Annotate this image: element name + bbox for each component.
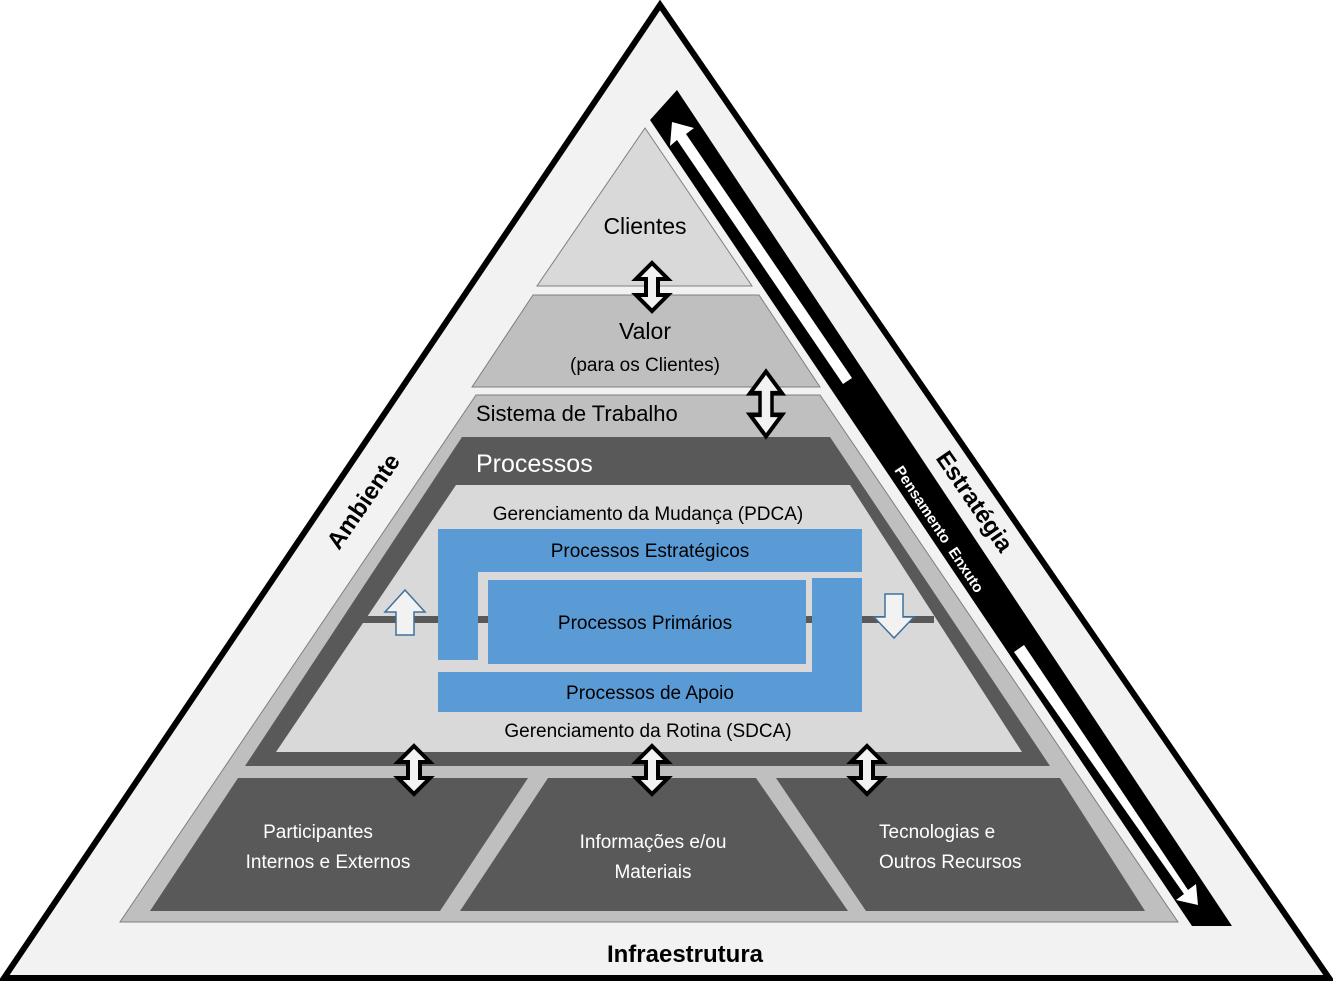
improvement-up-arrow-icon bbox=[383, 588, 427, 636]
processes-label: Processos bbox=[476, 450, 593, 478]
support-processes-block bbox=[438, 578, 862, 712]
change-management-label: Gerenciamento da Mudança (PDCA) bbox=[493, 504, 803, 525]
resource-information-line1: Informações e/ou bbox=[580, 832, 727, 853]
work-system-label: Sistema de Trabalho bbox=[476, 401, 678, 426]
resource-participants-block bbox=[150, 778, 528, 911]
resource-participants-line2: Internos e Externos bbox=[246, 852, 411, 873]
support-processes-label: Processos de Apoio bbox=[566, 683, 734, 704]
value-subtitle: (para os Clientes) bbox=[570, 355, 720, 376]
value-title: Valor bbox=[619, 318, 671, 344]
standardize-down-arrow-icon bbox=[872, 593, 916, 640]
resource-technology-line2: Outros Recursos bbox=[879, 852, 1022, 873]
primary-processes-block bbox=[488, 580, 806, 664]
lean-arrow-up-icon bbox=[670, 122, 852, 384]
routine-management-label: Gerenciamento da Rotina (SDCA) bbox=[504, 721, 791, 742]
primary-processes-label: Processos Primários bbox=[558, 613, 732, 634]
resource-information-line2: Materiais bbox=[614, 862, 691, 883]
value-worksystem-arrow-icon bbox=[745, 368, 787, 440]
strategic-processes-block bbox=[438, 529, 862, 660]
value-level bbox=[471, 294, 821, 388]
resource-technology-block bbox=[776, 778, 1145, 911]
resource-technology-line1: Tecnologias e bbox=[879, 822, 995, 843]
resource-participants-line1: Participantes bbox=[263, 822, 373, 843]
lean-arrow-down-icon bbox=[1014, 645, 1198, 905]
strategic-processes-label: Processos Estratégicos bbox=[551, 541, 750, 562]
infrastructure-label: Infraestrutura bbox=[607, 941, 764, 968]
resource-information-block bbox=[460, 778, 848, 911]
clients-label: Clientes bbox=[603, 213, 686, 239]
